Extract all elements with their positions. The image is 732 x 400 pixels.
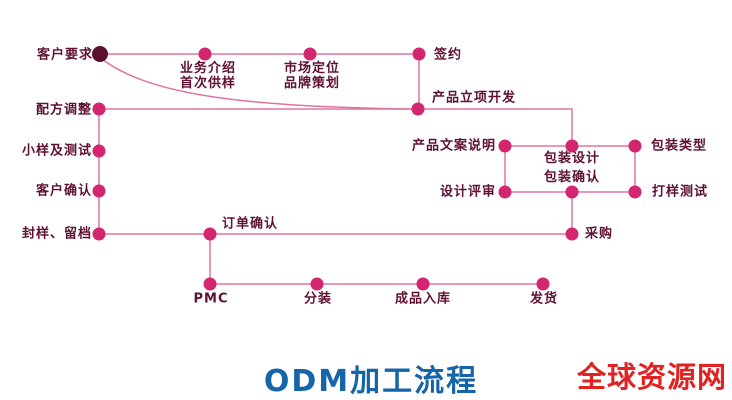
dot-procurement bbox=[565, 227, 579, 241]
dot-sample-testing bbox=[92, 144, 106, 158]
node-label-market-positioning: 市场定位 品牌策划 bbox=[284, 61, 340, 91]
node-label-product-initiation: 产品立项开发 bbox=[432, 90, 517, 106]
packaging-design-line1: 包装设计 bbox=[543, 151, 601, 166]
dot-shipping bbox=[536, 277, 550, 291]
connector-initiation-to-packaging bbox=[418, 108, 573, 146]
dot-filling bbox=[310, 277, 324, 291]
dot-product-copywriting bbox=[498, 139, 512, 153]
dot-product-initiation bbox=[411, 102, 425, 116]
dot-formula-adjustment bbox=[92, 102, 106, 116]
dot-customer-confirmation bbox=[92, 184, 106, 198]
dot-packaging-confirm bbox=[565, 185, 579, 199]
node-label-shipping: 发货 bbox=[529, 291, 559, 307]
node-label-business-intro: 业务介绍 首次供样 bbox=[180, 61, 236, 91]
dot-business-intro bbox=[198, 47, 212, 61]
dot-packaging-design bbox=[565, 139, 579, 153]
connector-customer-curve bbox=[101, 58, 415, 110]
dot-order-confirmation bbox=[203, 227, 217, 241]
business-intro-line2: 首次供样 bbox=[179, 76, 237, 91]
node-label-formula-adjustment: 配方调整 bbox=[35, 102, 92, 118]
dot-packaging-type bbox=[628, 139, 642, 153]
business-intro-line1: 业务介绍 bbox=[179, 61, 237, 76]
node-label-sign-contract: 签约 bbox=[434, 47, 463, 63]
node-label-procurement: 采购 bbox=[585, 226, 614, 242]
market-positioning-line2: 品牌策划 bbox=[283, 76, 341, 91]
dot-proofing-test bbox=[628, 185, 642, 199]
diagram-title: ODM加工流程 bbox=[263, 364, 479, 399]
node-label-pmc: PMC bbox=[193, 291, 229, 307]
dot-seal-sample-archive bbox=[92, 227, 106, 241]
node-label-customer-requirements: 客户要求 bbox=[36, 47, 93, 63]
market-positioning-line1: 市场定位 bbox=[283, 61, 341, 76]
dot-design-review bbox=[498, 185, 512, 199]
dot-pmc bbox=[203, 277, 217, 291]
node-label-packaging-design: 包装设计 包装确认 bbox=[544, 149, 600, 187]
node-label-order-confirmation: 订单确认 bbox=[222, 216, 279, 232]
dot-finished-goods bbox=[416, 277, 430, 291]
node-label-packaging-type: 包装类型 bbox=[651, 138, 708, 154]
dot-start-customer-requirements bbox=[92, 46, 108, 62]
node-label-sample-testing: 小样及测试 bbox=[21, 143, 92, 159]
node-label-proofing-test: 打样测试 bbox=[652, 184, 709, 200]
node-label-seal-sample-archive: 封样、留档 bbox=[21, 226, 92, 242]
dot-sign-contract bbox=[412, 47, 426, 61]
node-label-design-review: 设计评审 bbox=[439, 184, 496, 200]
packaging-design-line2: 包装确认 bbox=[543, 170, 601, 185]
node-label-finished-goods: 成品入库 bbox=[394, 291, 452, 307]
node-label-filling: 分装 bbox=[303, 291, 333, 307]
site-watermark: 全球资源网 bbox=[576, 360, 728, 394]
node-label-customer-confirmation: 客户确认 bbox=[35, 183, 92, 199]
dot-market-positioning bbox=[303, 47, 317, 61]
node-label-product-copywriting: 产品文案说明 bbox=[411, 138, 496, 154]
